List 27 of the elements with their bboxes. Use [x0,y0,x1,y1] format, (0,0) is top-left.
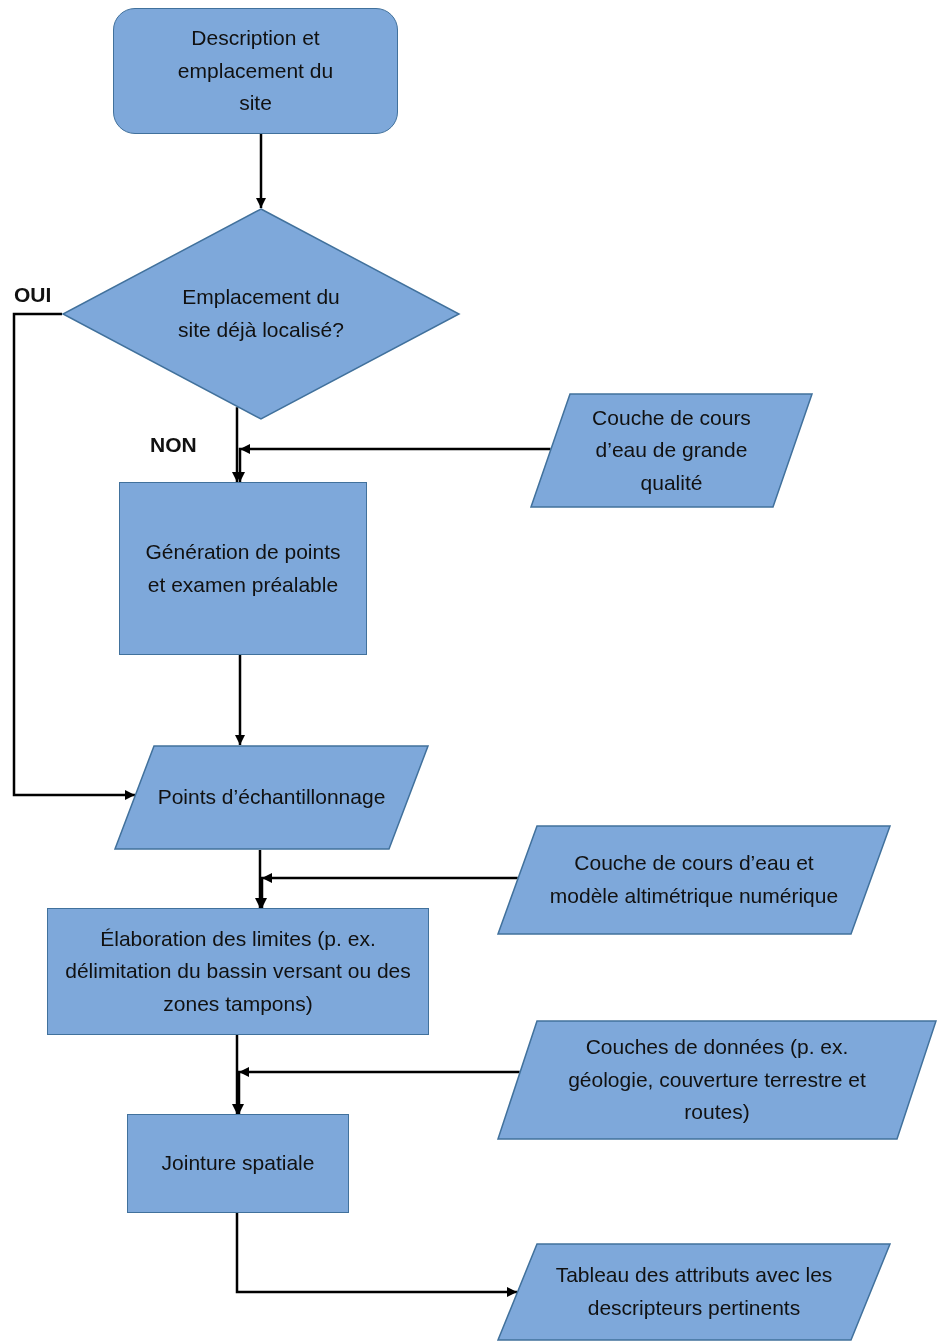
node-text: Couches de données (p. ex. géologie, couverture terrestre et routes) [567,1034,867,1126]
node-text: Emplacement du site déjà localisé? [177,284,345,343]
node-text: Points d’échantillonnage [156,784,387,811]
arrow [260,873,518,908]
arrow [237,1067,520,1114]
decision-diamond [62,208,460,420]
arrow [238,444,551,482]
data-parallelogram [530,393,813,508]
process-box [127,1114,349,1213]
arrow [256,134,266,208]
node-text: Génération de points et examen préalable [144,538,342,598]
arrow [235,655,245,745]
node-text: Jointure spatiale [160,1150,316,1177]
data-parallelogram [497,1243,891,1341]
data-parallelogram [497,1020,937,1140]
process-box [119,482,367,655]
node-text: Description et emplacement du site [176,25,335,117]
start-box [113,8,398,134]
arrow [12,312,135,800]
node-text: Couche de cours d’eau de grande qualité [591,404,752,496]
data-parallelogram [114,745,429,850]
data-parallelogram [497,825,891,935]
node-text: Élaboration des limites (p. ex. délimitation du bassin versant ou des zones tampons) [64,925,412,1017]
arrow [235,1213,517,1297]
node-text: Tableau des attributs avec les descripteurs pertinents [554,1262,834,1321]
node-text: Couche de cours d’eau et modèle altimétrique numérique [548,850,840,909]
process-box [47,908,429,1035]
